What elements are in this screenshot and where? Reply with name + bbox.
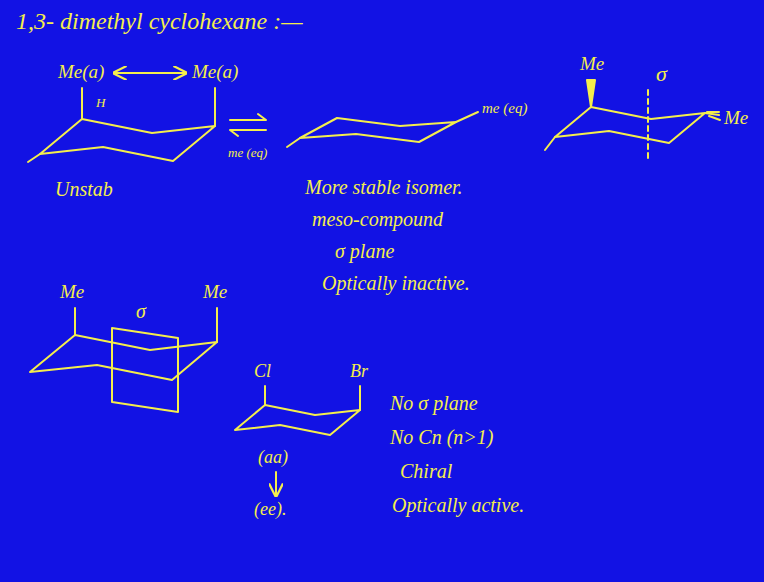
chem-label: Me <box>60 282 84 303</box>
chem-label: Optically inactive. <box>322 272 470 294</box>
chem-label: σ <box>656 62 667 86</box>
chem-label: No Cn (n>1) <box>390 426 494 448</box>
chem-label: Me(a) <box>58 62 104 83</box>
chem-label: Optically active. <box>392 494 524 516</box>
chem-label: No σ plane <box>390 392 478 414</box>
interaction-arrow <box>114 72 186 74</box>
chem-label: me (eq) <box>482 100 527 117</box>
chem-label: More stable isomer. <box>305 176 463 198</box>
axial-bond <box>216 308 218 342</box>
chair-ring <box>235 405 360 435</box>
chem-label: Me <box>724 108 748 129</box>
chem-label: Unstab <box>55 178 113 200</box>
chem-label: me (eq) <box>228 146 267 160</box>
wedge-bond <box>705 112 720 120</box>
chem-label: Me <box>580 54 604 75</box>
equatorial-bond <box>28 154 40 162</box>
mirror-plane <box>112 328 178 412</box>
chem-label: (ee). <box>254 500 286 520</box>
equatorial-bond <box>456 112 478 122</box>
title: 1,3- dimethyl cyclohexane :— <box>16 8 303 34</box>
chem-label: Cl <box>254 362 271 382</box>
chem-label: σ <box>136 300 146 322</box>
chair-ring <box>555 107 705 143</box>
wedge-bond <box>587 80 595 107</box>
chem-label: Chiral <box>400 460 452 482</box>
chem-label: Br <box>350 362 368 382</box>
equilibrium-arrow <box>230 114 266 120</box>
chem-label: H <box>96 96 105 110</box>
axial-bond <box>359 386 361 410</box>
chem-label: (aa) <box>258 448 288 468</box>
axial-bond <box>74 308 76 335</box>
chair-ring <box>30 335 217 380</box>
equatorial-bond <box>287 138 300 147</box>
axial-bond <box>214 88 216 126</box>
chem-label: Me <box>203 282 227 303</box>
flip-arrow <box>275 472 277 496</box>
bond-stub <box>545 137 555 150</box>
chem-label: meso-compound <box>312 208 443 230</box>
chair-ring <box>300 118 456 142</box>
axial-bond <box>81 88 83 119</box>
chem-label: σ plane <box>335 240 394 262</box>
chair-ring <box>40 119 215 161</box>
chem-label: Me(a) <box>192 62 238 83</box>
equilibrium-arrow <box>230 130 266 136</box>
axial-bond <box>264 386 266 405</box>
mirror-plane <box>647 90 649 160</box>
